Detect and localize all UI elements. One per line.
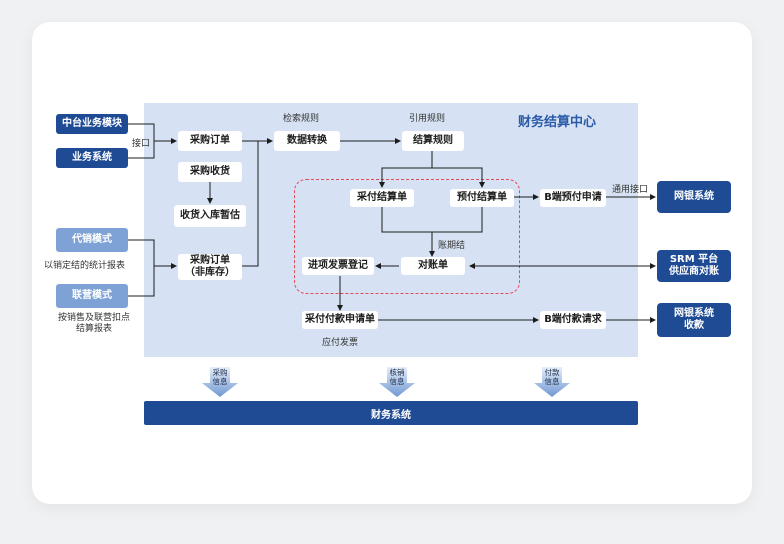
download-arrow-writeoff xyxy=(379,367,415,397)
arrow-rules-to-purchase-settlement xyxy=(379,151,433,188)
arrow-rules-to-prepay-settlement xyxy=(432,167,485,188)
business-system-box: 业务系统 xyxy=(56,148,128,168)
middle-platform-module-box: 中台业务模块 xyxy=(56,114,128,134)
data-conversion-box: 数据转换 xyxy=(274,131,340,151)
general-interface-label: 通用接口 xyxy=(612,185,649,195)
download-arrow-purchase xyxy=(202,367,238,397)
prepay-settlement-box: 预付结算单 xyxy=(450,189,514,207)
purchase-settlement-box: 采付结算单 xyxy=(350,189,414,207)
b-end-payment-box: B端付款请求 xyxy=(540,311,606,329)
finance-system-bar: 财务系统 xyxy=(144,401,638,425)
download-label-payment: 付款 信息 xyxy=(544,368,560,386)
download-label-purchase: 采购 信息 xyxy=(212,368,228,386)
statement-box: 对账单 xyxy=(401,257,465,275)
receipt-storage-estimate-box: 收货入库暂估 xyxy=(174,205,246,227)
line-settlement-merge xyxy=(381,207,483,233)
search-rules-label: 检索规则 xyxy=(283,114,320,124)
consignment-note: 以销定结的统计报表 xyxy=(44,261,126,271)
purchase-order-box: 采购订单 xyxy=(178,131,242,151)
payment-request-box: 采付付款申请单 xyxy=(302,311,378,329)
consignment-mode-box: 代销模式 xyxy=(56,228,128,252)
reconciliation-group-outline xyxy=(294,179,520,294)
payable-invoice-label: 应付发票 xyxy=(322,338,359,348)
ebank-receive-box: 网银系统 收款 xyxy=(657,303,731,337)
reference-rules-label: 引用规则 xyxy=(409,114,446,124)
invoice-registration-box: 进项发票登记 xyxy=(302,257,374,275)
line-mode-bracket xyxy=(128,239,155,297)
ebank-system-box: 网银系统 xyxy=(657,181,731,213)
b-end-prepay-box: B端预付申请 xyxy=(540,189,606,207)
line-nonstock-to-conversion xyxy=(242,141,259,267)
joint-operation-note: 按销售及联营扣点 结算报表 xyxy=(57,313,130,334)
srm-platform-box: SRM 平台 供应商对账 xyxy=(657,250,731,282)
region-title: 财务结算中心 xyxy=(518,115,597,130)
purchase-receipt-box: 采购收货 xyxy=(178,162,242,182)
download-label-writeoff: 核销 信息 xyxy=(389,368,405,386)
period-settlement-label: 账期结 xyxy=(438,241,466,251)
settlement-rules-box: 结算规则 xyxy=(402,131,464,151)
purchase-order-nonstock-box: 采购订单 （非库存） xyxy=(178,254,242,280)
interface-label: 接口 xyxy=(132,139,151,149)
joint-operation-mode-box: 联营模式 xyxy=(56,284,128,308)
download-arrow-payment xyxy=(534,367,570,397)
